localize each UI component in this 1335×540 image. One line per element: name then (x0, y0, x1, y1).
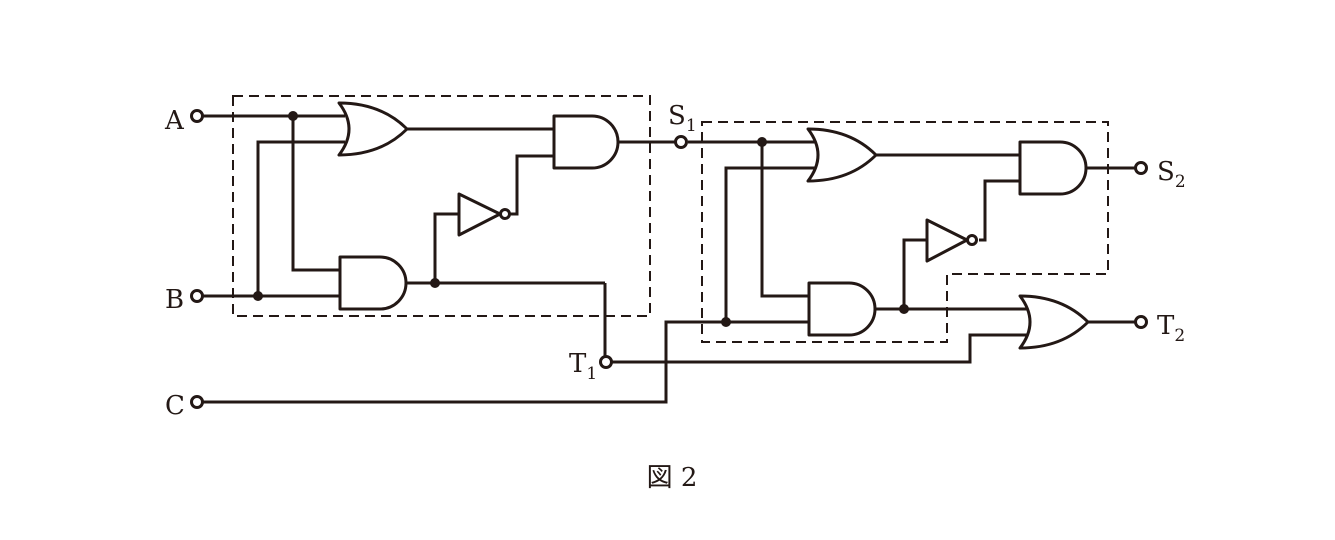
and-gate-3 (807, 281, 877, 337)
label-t2: T2 (1157, 311, 1185, 346)
label-s2: S2 (1157, 157, 1186, 192)
and-gate-4 (1018, 140, 1088, 196)
not-gate-2-bubble (966, 234, 978, 246)
terminal-s2 (1134, 161, 1148, 175)
and-gate-1 (338, 255, 408, 311)
not-gate-1 (457, 192, 502, 237)
or-gate-2 (806, 127, 878, 183)
terminal-t2 (1134, 315, 1148, 329)
label-t1: T1 (569, 349, 597, 384)
half-adder-1-boundary (232, 95, 651, 317)
label-b: B (165, 285, 184, 315)
half-adder-2-boundary (701, 121, 1109, 343)
junction-dots (253, 111, 909, 327)
or-gate-1 (337, 101, 409, 157)
terminal-t1 (599, 355, 613, 369)
carry-wiring (203, 320, 1028, 404)
terminal-s1 (674, 135, 688, 149)
or-gate-3 (1018, 294, 1090, 350)
label-a: A (164, 106, 185, 136)
terminal-c (190, 395, 204, 409)
label-s1: S1 (668, 101, 697, 136)
figure-caption: 図 2 (647, 463, 698, 493)
not-gate-1-bubble (499, 208, 511, 220)
and-gate-2 (552, 114, 620, 170)
not-gate-2 (925, 218, 969, 263)
label-c: C (165, 391, 185, 421)
terminal-b (190, 289, 204, 303)
terminal-a (190, 109, 204, 123)
